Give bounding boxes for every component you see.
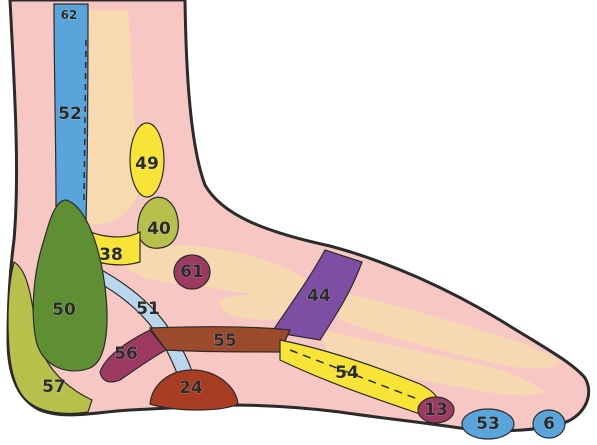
zone-label-40: 40: [147, 219, 171, 239]
zone-label-56: 56: [114, 344, 138, 364]
zone-label-53: 53: [476, 414, 500, 434]
zone-label-57: 57: [42, 377, 66, 397]
zone-label-24: 24: [179, 378, 203, 398]
zone-label-61: 61: [180, 262, 204, 282]
zone-label-38: 38: [99, 245, 123, 265]
zone-label-50: 50: [52, 300, 76, 320]
zone-label-51: 51: [136, 299, 160, 319]
zone-label-13: 13: [424, 400, 448, 420]
zone-label-44: 44: [307, 286, 331, 306]
zone-label-62: 62: [61, 8, 78, 22]
zone-label-54: 54: [335, 363, 359, 383]
zone-label-49: 49: [135, 154, 159, 174]
zone-label-6: 6: [543, 414, 555, 434]
zone-label-55: 55: [213, 331, 237, 351]
zone-label-52: 52: [58, 104, 82, 124]
